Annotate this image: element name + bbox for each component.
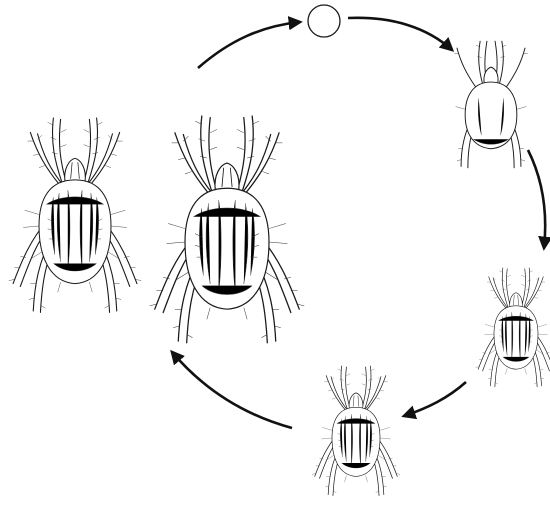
arrow-egg-to-larva bbox=[348, 18, 452, 50]
tritonymph-mite-icon bbox=[312, 366, 400, 496]
arrow-larva-to-protonymph bbox=[528, 150, 545, 248]
adult-male-mite-icon bbox=[9, 118, 141, 312]
egg-icon bbox=[308, 5, 340, 37]
protonymph-mite-icon bbox=[476, 268, 550, 387]
arrow-adult-to-egg bbox=[198, 22, 300, 68]
adult-female-mite-icon bbox=[150, 116, 305, 343]
larva-mite-icon bbox=[454, 41, 527, 167]
arrow-protonymph-to-tritonymph bbox=[404, 382, 466, 416]
arrow-tritonymph-to-adult bbox=[172, 352, 292, 428]
